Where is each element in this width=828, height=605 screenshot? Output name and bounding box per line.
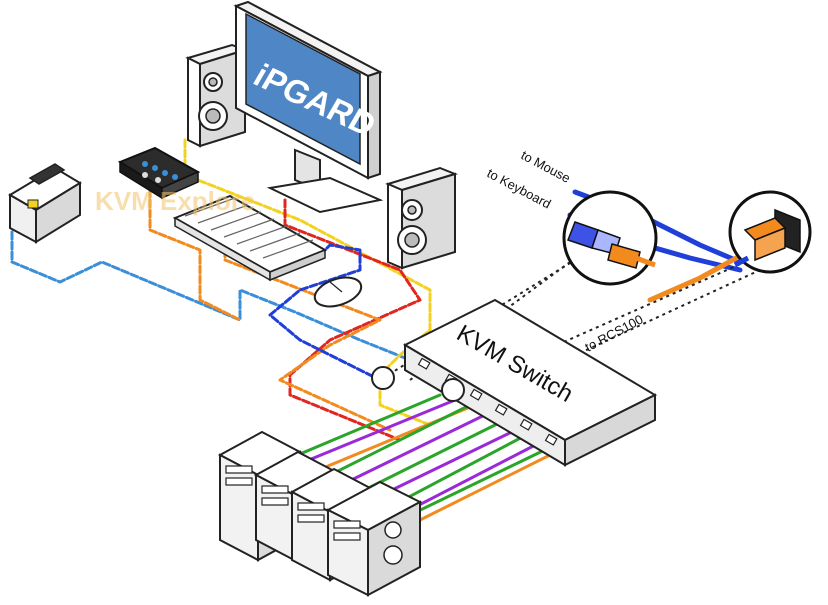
monitor-cable [183, 138, 432, 427]
callout-anchor-usb [371, 366, 395, 390]
speaker-right [385, 166, 459, 270]
card-reader-cable [10, 230, 442, 374]
usb-callout [562, 190, 658, 286]
monitor-screen [245, 12, 361, 166]
audio-cable [283, 198, 422, 442]
server-cable-11 [418, 448, 562, 522]
server-tower-4 [325, 480, 423, 597]
label-to-mouse: to Mouse [519, 147, 573, 185]
mouse [313, 276, 363, 308]
keypad-cable [148, 188, 242, 322]
remote-keypad [117, 146, 201, 200]
server-cable-10 [408, 443, 557, 517]
callout-anchor-rj45 [441, 378, 465, 402]
rj45-callout [728, 190, 812, 274]
keyboard [172, 194, 328, 282]
label-to-rcs100: to RCS100 [582, 312, 645, 355]
monitor: iPGARD [233, 0, 384, 214]
speaker-left [185, 43, 249, 148]
kvm-switch: KVM Switch [402, 298, 658, 467]
watermark-text: KVM Explore [95, 186, 255, 216]
smart-card-reader [8, 163, 82, 244]
mouse-cable [268, 243, 382, 382]
